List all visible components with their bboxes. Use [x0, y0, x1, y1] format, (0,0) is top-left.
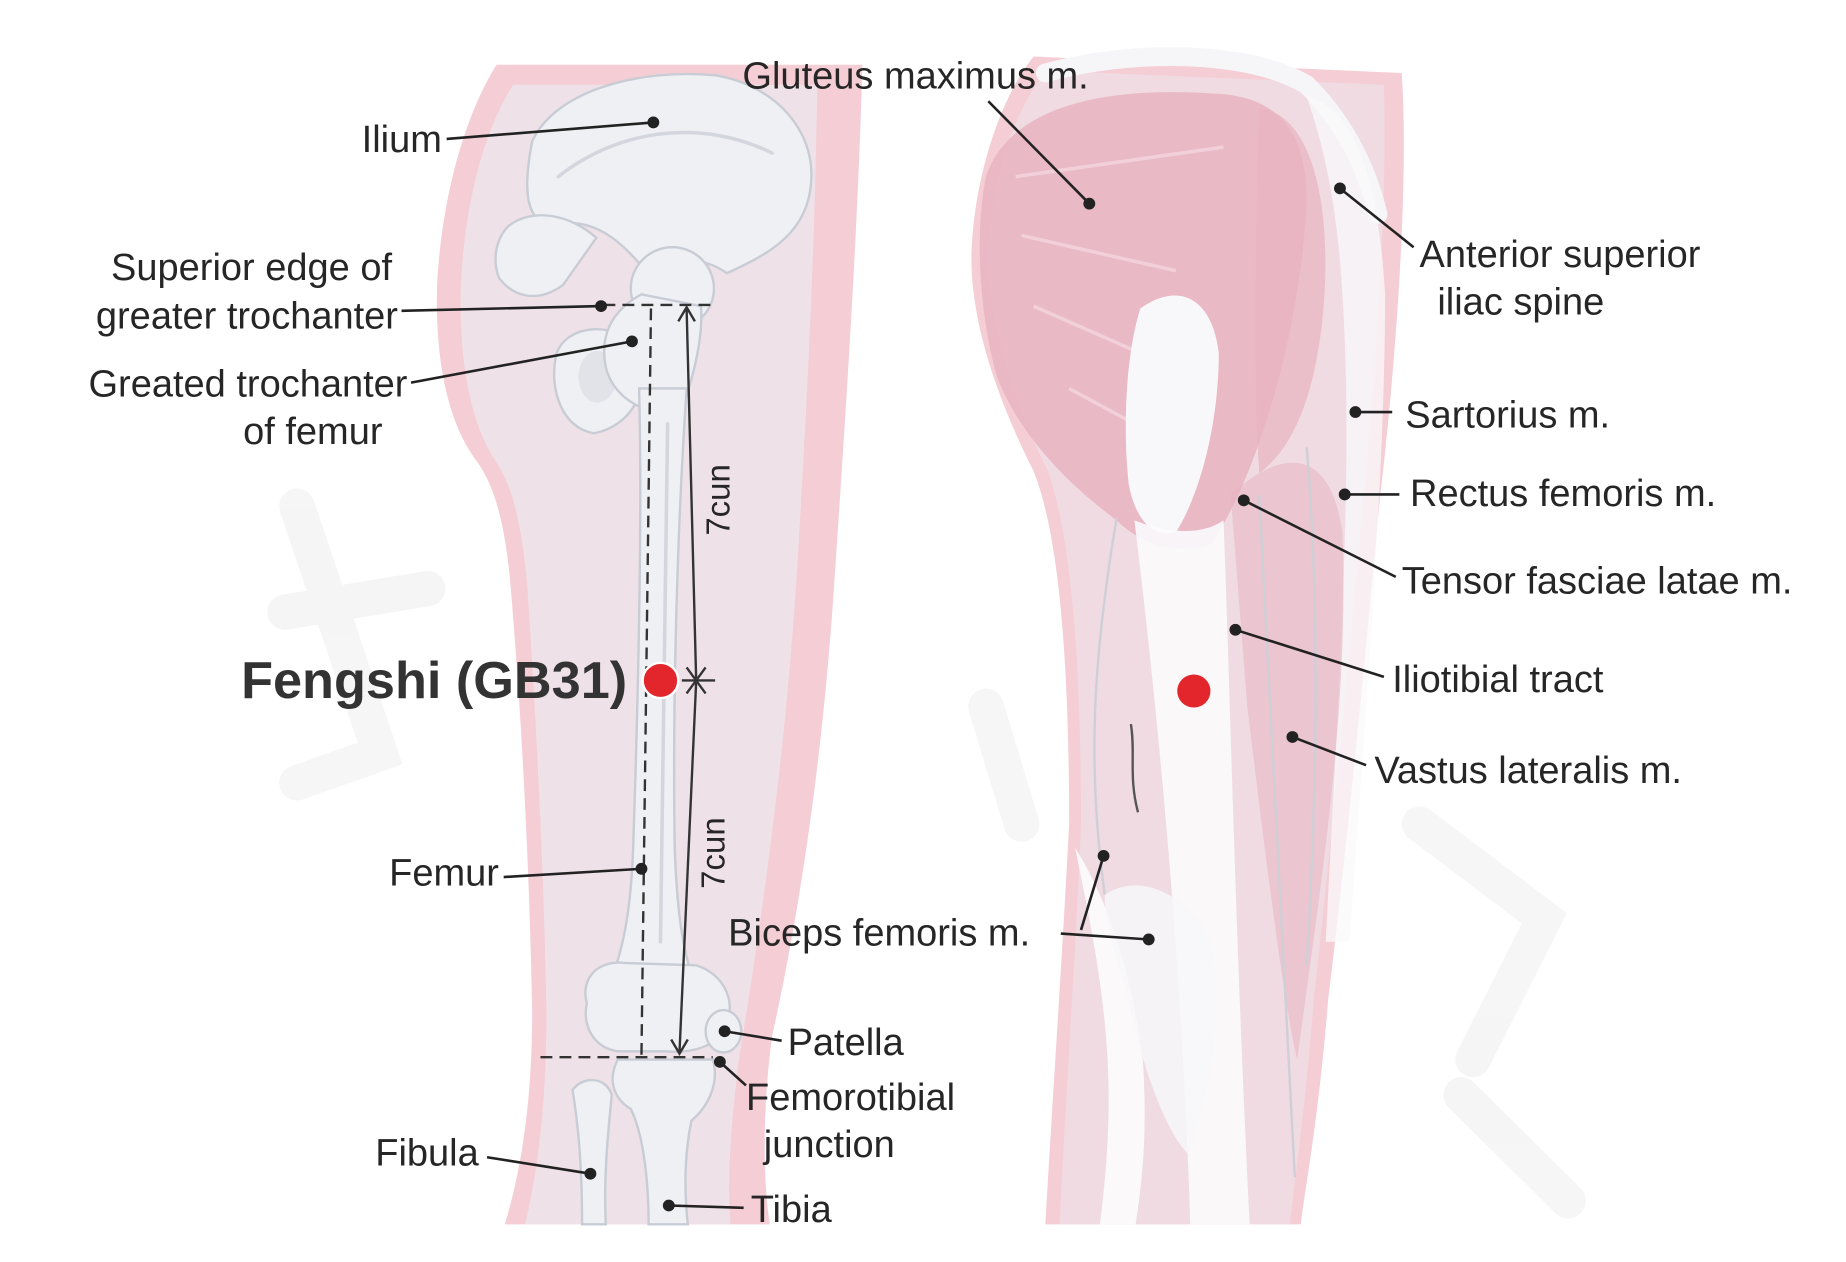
iliotibial-tract-band — [1134, 520, 1250, 1225]
biceps-leader-line-lower — [1060, 932, 1149, 941]
fibula-label: Fibula — [375, 1133, 479, 1175]
gluteal-fibers — [1015, 145, 1224, 426]
tibia-label: Tibia — [751, 1189, 833, 1231]
iliotibial-marker-dot — [1229, 623, 1242, 636]
patella-leader-line — [724, 1029, 782, 1042]
greater-trochanter-bone — [603, 293, 703, 409]
femur-label: Femur — [389, 852, 499, 894]
measurement-guides: 7cun 7cun — [540, 303, 737, 1059]
greater-trochanter-leader-line — [410, 340, 633, 384]
knee-tendon-region — [1104, 885, 1217, 1154]
fibula-bone — [571, 1078, 613, 1226]
lower-7cun-measure-line — [678, 682, 698, 1053]
femorotibial-label-line-1: Femorotibial — [746, 1077, 955, 1119]
intermuscular-groove — [1129, 723, 1140, 813]
gluteal-aponeurosis — [1125, 295, 1219, 534]
ischium-bone — [494, 214, 598, 298]
vastus-leader-line — [1291, 735, 1367, 767]
lower-measure-arrow-bottom — [670, 1038, 689, 1056]
biceps-marker-dot-upper — [1097, 849, 1110, 862]
fengshi-acupoint-dot — [641, 661, 680, 700]
tensor-leader-line — [1243, 499, 1397, 579]
sartorius-label: Sartorius m. — [1405, 394, 1610, 436]
greater-trochanter-label-line-2: of femur — [243, 411, 382, 453]
tibia-marker-dot — [662, 1199, 675, 1212]
femorotibial-label-line-2: junction — [763, 1124, 895, 1166]
greater-trochanter-label-line-1: Greated trochanter — [89, 364, 408, 406]
lower-7cun-label: 7cun — [695, 817, 732, 888]
biceps-femoris-label: Biceps femoris m. — [728, 912, 1030, 954]
tensor-fasciae-latae-muscle — [1255, 108, 1326, 474]
femorotibial-marker-dot — [713, 1055, 726, 1068]
femur-leader-line — [503, 867, 642, 879]
greater-trochanter-marker-dot — [626, 335, 638, 348]
gluteus-marker-dot — [1083, 197, 1096, 210]
fibula-leader-line — [486, 1155, 591, 1175]
vastus-marker-dot — [1286, 731, 1299, 743]
tibia-leader-line — [668, 1204, 744, 1210]
femur-axis-dashed-line — [640, 308, 653, 1055]
tensor-fasciae-latae-label: Tensor fasciae latae m. — [1402, 560, 1793, 602]
superior-edge-label-line-1: Superior edge of — [111, 247, 392, 289]
rectus-marker-dot — [1338, 488, 1351, 501]
biceps-marker-dot-lower — [1142, 933, 1155, 946]
asis-label-line-2: iliac spine — [1437, 281, 1604, 323]
vastus-lateralis-label: Vastus lateralis m. — [1374, 750, 1682, 792]
upper-measure-arrow-top — [677, 304, 696, 322]
fengshi-label: Fengshi (GB31) — [241, 652, 627, 710]
tibia-bone — [611, 1058, 717, 1226]
iliotibial-leader-line — [1235, 628, 1385, 679]
superior-edge-leader-line — [401, 304, 602, 313]
upper-7cun-measure-line — [685, 308, 698, 679]
biceps-femoris-muscle — [1075, 847, 1145, 1225]
asis-label-line-1: Anterior superior — [1420, 234, 1701, 276]
asis-marker-dot — [1334, 182, 1346, 195]
lower-measure-arrow-top — [685, 678, 707, 695]
gluteus-leader-line — [987, 100, 1091, 205]
asis-leader-line — [1339, 187, 1415, 249]
leader-lines — [401, 100, 1415, 1212]
upper-7cun-label: 7cun — [700, 464, 737, 535]
watermark — [267, 488, 1586, 1219]
ilium-label: Ilium — [362, 119, 442, 161]
rectus-femoris-label: Rectus femoris m. — [1410, 473, 1716, 515]
ilium-leader-line — [446, 121, 654, 141]
biceps-leader-line-upper — [1079, 855, 1105, 931]
sartorius-rectus-bands — [1306, 96, 1386, 942]
fibula-marker-dot — [584, 1167, 597, 1180]
iliotibial-tract-label: Iliotibial tract — [1392, 659, 1604, 701]
ilium-shade — [556, 130, 774, 179]
muscle-contour-lines — [1093, 447, 1317, 1178]
labels: Ilium Superior edge of greater trochante… — [89, 55, 1793, 1230]
sartorius-marker-dot — [1349, 406, 1362, 418]
patella-label: Patella — [788, 1022, 905, 1064]
tensor-marker-dot — [1237, 494, 1250, 507]
gluteus-maximus-label: Gluteus maximus m. — [742, 55, 1088, 97]
fengshi-acupoint-dot-muscle-view — [1177, 674, 1211, 708]
superior-edge-label-line-2: greater trochanter — [96, 296, 398, 338]
superior-edge-marker-dot — [595, 300, 608, 312]
patella-marker-dot — [718, 1025, 731, 1038]
femur-marker-dot — [635, 862, 648, 875]
ilium-marker-dot — [647, 116, 660, 129]
right-leg-muscle-view — [971, 47, 1404, 1225]
